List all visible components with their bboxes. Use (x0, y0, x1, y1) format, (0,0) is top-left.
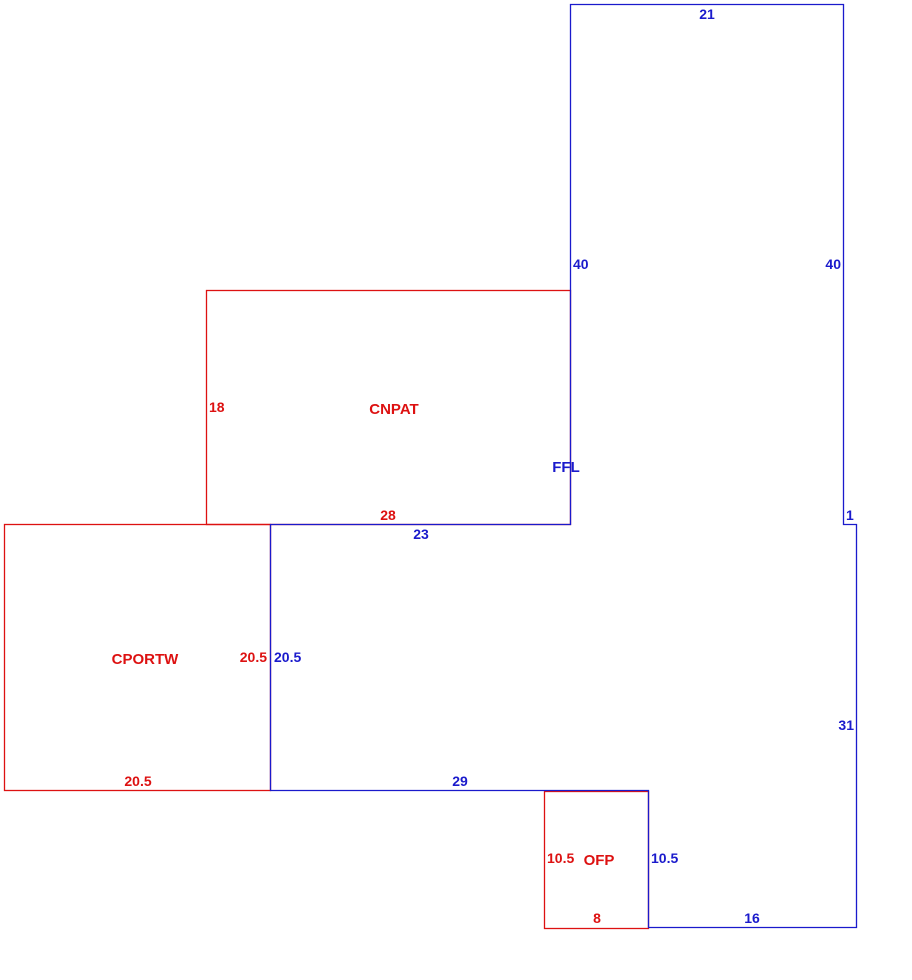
cportw-side-dim: 20.5 (240, 649, 267, 665)
cnpat-label: CNPAT (369, 401, 418, 418)
cportw-label: CPORTW (112, 651, 180, 668)
ofp-side-dim: 10.5 (547, 850, 574, 866)
dim-notch: 10.5 (651, 850, 678, 866)
living-area-outline (269, 3, 858, 929)
living-area-label: FFL (552, 459, 580, 476)
dim-bottom-mid: 29 (452, 773, 468, 789)
dim-upper-right: 40 (825, 256, 841, 272)
ofp-label: OFP (584, 852, 615, 869)
dim-living-right: 31 (838, 717, 854, 733)
dim-top: 21 (699, 6, 715, 22)
ofp-bottom-dim: 8 (593, 910, 601, 926)
cnpat-bottom-dim: 28 (380, 507, 396, 523)
dim-bottom-right: 16 (744, 910, 760, 926)
dim-step-top: 23 (413, 526, 429, 542)
cportw-bottom-dim: 20.5 (124, 773, 151, 789)
dim-living-left: 20.5 (274, 649, 301, 665)
dim-jog: 1 (846, 507, 854, 523)
dim-upper-left: 40 (573, 256, 589, 272)
cnpat-side-dim: 18 (209, 399, 225, 415)
